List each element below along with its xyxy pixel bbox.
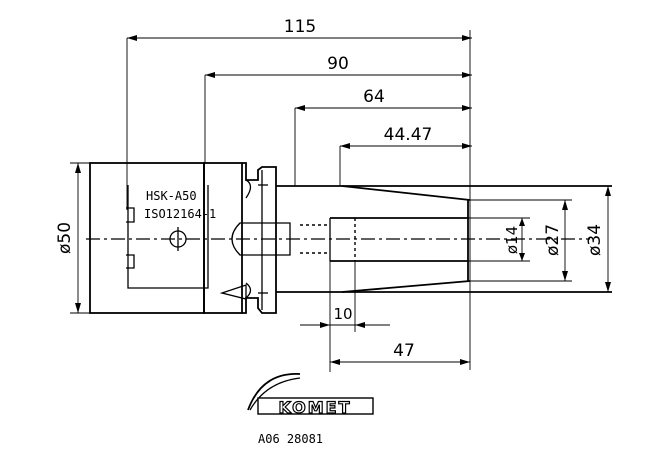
shrink-nose (276, 185, 612, 293)
standard-label: ISO12164-1 (144, 207, 216, 221)
hsk-flange (89, 162, 209, 314)
dim-d14 (468, 217, 530, 262)
dim-115-label: 115 (284, 17, 316, 37)
dim-64-label: 64 (363, 87, 385, 107)
dim-d50 (70, 162, 90, 314)
dim-90-label: 90 (327, 54, 349, 74)
dim-d27 (468, 199, 572, 282)
dim-44-47-label: 44.47 (384, 125, 433, 145)
dim-90 (204, 72, 472, 163)
komet-logo: KOMET (247, 373, 374, 418)
dim-47-label: 47 (393, 341, 415, 361)
dim-d34 (605, 186, 611, 292)
dim-115 (126, 35, 472, 210)
dim-d14-label: ø14 (503, 226, 521, 254)
dim-47 (329, 332, 470, 372)
dim-44-47 (339, 143, 472, 186)
dim-10 (300, 261, 390, 332)
dim-64 (294, 105, 472, 186)
logo-text: KOMET (278, 398, 351, 417)
collar-section (203, 162, 291, 314)
dim-d27-label: ø27 (543, 224, 563, 256)
dim-10-label: 10 (333, 305, 352, 323)
dim-d34-label: ø34 (585, 224, 605, 256)
interface-label: HSK-A50 (146, 189, 197, 203)
drawing-number: A06 28081 (258, 432, 323, 446)
dim-d50-label: ø50 (55, 222, 75, 254)
